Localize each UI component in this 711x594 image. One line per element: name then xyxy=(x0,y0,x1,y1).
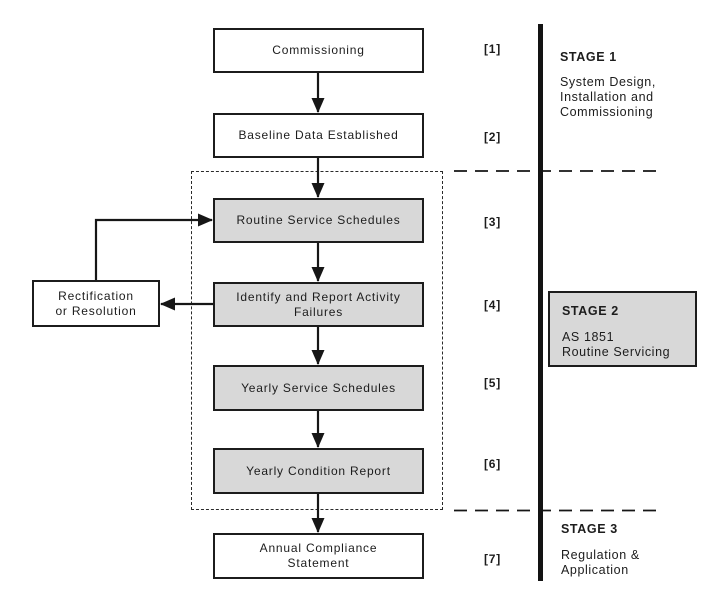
flow-node-identify-report-failures: Identify and Report Activity Failures xyxy=(213,282,424,327)
flow-node-commissioning: Commissioning xyxy=(213,28,424,73)
step-ref-1: [1] xyxy=(484,42,502,56)
step-ref-2: [2] xyxy=(484,130,502,144)
step-ref-3: [3] xyxy=(484,215,502,229)
step-ref-5: [5] xyxy=(484,376,502,390)
flow-node-label: Rectification or Resolution xyxy=(55,288,137,318)
flow-node-baseline-data: Baseline Data Established xyxy=(213,113,424,158)
flow-node-rectification-or-resolution: Rectification or Resolution xyxy=(32,280,160,327)
flow-node-routine-service-schedules: Routine Service Schedules xyxy=(213,198,424,243)
stage-2-title: STAGE 2 xyxy=(562,304,619,318)
step-ref-4: [4] xyxy=(484,298,502,312)
flow-node-label: Commissioning xyxy=(272,43,365,57)
stage-2-description: AS 1851 Routine Servicing xyxy=(562,330,671,359)
stage-1-description: System Design, Installation and Commissi… xyxy=(560,75,656,119)
stage-1-title: STAGE 1 xyxy=(560,50,617,64)
stage-3-title: STAGE 3 xyxy=(561,522,618,536)
flow-node-yearly-condition-report: Yearly Condition Report xyxy=(213,448,424,494)
stage-2-box: STAGE 2 AS 1851 Routine Servicing xyxy=(548,291,697,367)
flow-node-label: Routine Service Schedules xyxy=(236,213,401,227)
flow-node-label: Yearly Condition Report xyxy=(246,463,391,478)
flow-node-label: Yearly Service Schedules xyxy=(241,380,396,395)
stage-divider-bar xyxy=(538,24,543,581)
step-ref-6: [6] xyxy=(484,457,502,471)
flow-node-label: Baseline Data Established xyxy=(238,128,399,142)
flow-node-label: Annual Compliance Statement xyxy=(259,541,378,570)
flow-node-label: Identify and Report Activity Failures xyxy=(236,289,401,319)
flow-node-annual-compliance-statement: Annual Compliance Statement xyxy=(213,533,424,579)
stage-3-description: Regulation & Application xyxy=(561,548,640,577)
step-ref-7: [7] xyxy=(484,552,502,566)
flow-node-yearly-service-schedules: Yearly Service Schedules xyxy=(213,365,424,411)
